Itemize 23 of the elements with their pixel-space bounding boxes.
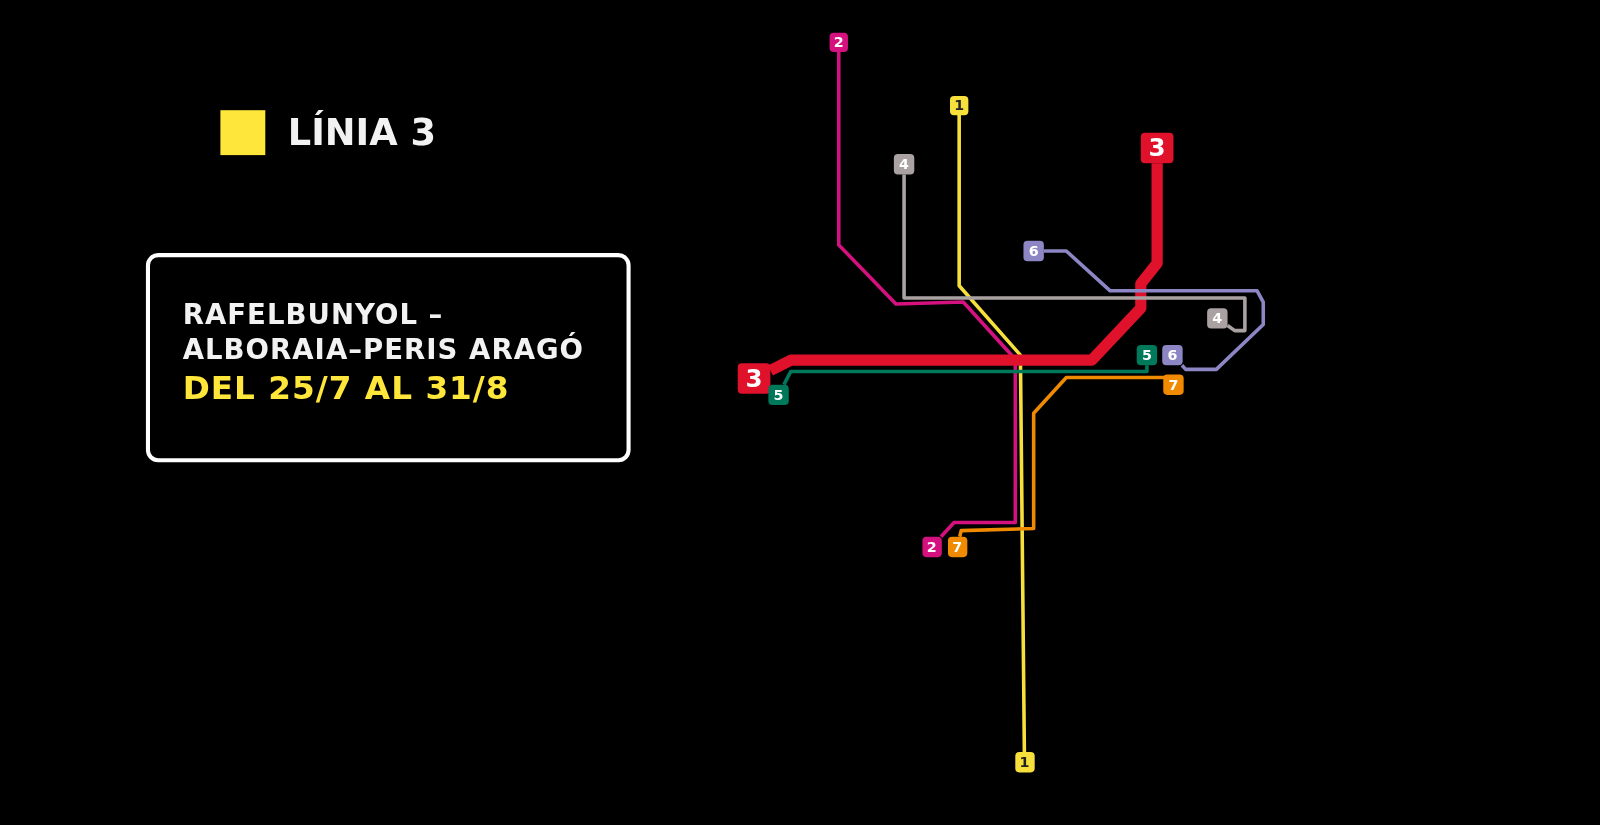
- line-number-badge: 3: [737, 363, 771, 394]
- line-number-badge: 3: [1140, 132, 1174, 164]
- line-number-badge: 7: [947, 536, 967, 558]
- info-panel: [145, 253, 631, 463]
- line-number-badge: 2: [921, 536, 942, 558]
- metro-line: [1043, 249, 1266, 372]
- line-number-badge: 1: [1014, 752, 1035, 773]
- route-name: RAFELBUNYOL – ALBORAIA–PERIS ARAGÓ: [182, 298, 586, 368]
- metro-line: [837, 51, 1018, 538]
- line-number-badge: 4: [1207, 308, 1228, 329]
- line-number-badge: 1: [950, 95, 969, 115]
- line-number-badge: 2: [829, 32, 848, 52]
- line-number-badge: 6: [1162, 344, 1183, 366]
- line-number-badge: 4: [893, 154, 915, 175]
- line-number-badge: 7: [1163, 374, 1184, 395]
- metro-line: [782, 365, 1149, 386]
- line-number-badge: 5: [1136, 344, 1158, 366]
- line-number-badge: 5: [768, 384, 789, 406]
- metro-line: [902, 174, 1247, 333]
- legend-label: LÍNIA 3: [287, 110, 437, 156]
- metro-line: [957, 114, 1027, 753]
- date-range: DEL 25/7 AL 31/8: [182, 367, 511, 409]
- line-number-badge: 6: [1023, 240, 1044, 262]
